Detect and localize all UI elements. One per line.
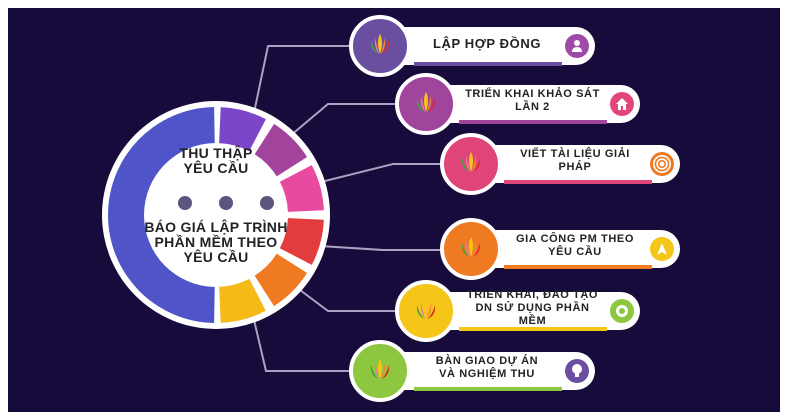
lotus-logo-icon: [458, 235, 484, 264]
step-label-line: VIẾT TÀI LIỆU GIẢI PHÁP: [520, 148, 630, 173]
connector-line: [319, 245, 440, 251]
donut-ring: [102, 101, 330, 329]
connector-line: [299, 289, 395, 312]
lightbulb-icon: [565, 359, 589, 383]
lotus-logo-icon: [458, 150, 484, 179]
center-top-line: THU THẬP: [179, 145, 253, 161]
home-icon: [610, 92, 634, 116]
user-icon: [565, 34, 589, 58]
center-bottom-line: PHẦN MỀM THEO: [154, 234, 278, 250]
donut-segment: [219, 107, 266, 152]
step-underline: [459, 120, 607, 124]
lotus-logo-icon: [413, 297, 439, 326]
step-underline: [504, 265, 652, 269]
step-bubble: [440, 218, 502, 280]
step-label-line: TRIỂN KHAI KHẢO SÁT: [465, 88, 600, 100]
step-label: LẬP HỢP ĐỒNG: [419, 27, 555, 59]
connector-line: [289, 103, 395, 137]
donut-segment: [254, 253, 308, 307]
step-label-line: GIA CÔNG PM THEO: [516, 233, 634, 245]
step-label-line: DN SỬ DỤNG PHẦN MỀM: [475, 301, 590, 327]
step-card: LẬP HỢP ĐỒNG: [379, 27, 595, 66]
lotus-logo-icon: [367, 357, 393, 386]
connector-line: [316, 163, 440, 184]
step-label-line: LẦN 2: [515, 101, 550, 113]
step-card: VIẾT TÀI LIỆU GIẢI PHÁP: [470, 145, 680, 184]
dot: [178, 196, 192, 210]
lotus-logo-icon: [367, 32, 393, 61]
step-label-line: LẬP HỢP ĐỒNG: [432, 35, 542, 51]
step-underline: [414, 387, 562, 391]
center-bottom-text: BÁO GIÁ LẬP TRÌNH PHẦN MỀM THEO YÊU CẦU: [136, 220, 296, 265]
step-bubble: [395, 73, 457, 135]
step-bubble: [349, 340, 411, 402]
dot: [219, 196, 233, 210]
step-bubble: [349, 15, 411, 77]
center-top-line: YÊU CẦU: [183, 160, 249, 176]
step-label-line: VÀ NGHIỆM THU: [439, 368, 535, 380]
donut-segment: [254, 123, 308, 177]
step-label-line: BÀN GIAO DỰ ÁN: [435, 355, 539, 367]
donut-segment: [279, 218, 324, 265]
step-label-line: YÊU CẦU: [548, 246, 602, 258]
step-label-line: TRIỂN KHAI, ĐÀO TẠO: [466, 288, 599, 301]
lotus-logo-icon: [413, 90, 439, 119]
step-underline: [504, 180, 652, 184]
donut-segment: [279, 165, 324, 212]
center-bottom-line: BÁO GIÁ LẬP TRÌNH: [144, 219, 288, 235]
dots-separator: [178, 196, 274, 210]
center-top-text: THU THẬP YÊU CẦU: [156, 146, 276, 176]
dot: [260, 196, 274, 210]
donut-segment-main: [108, 107, 215, 323]
step-bubble: [440, 133, 502, 195]
center-bottom-line: YÊU CẦU: [183, 249, 249, 265]
connector-line: [253, 319, 349, 372]
connector-line: [254, 45, 349, 109]
navigation-icon: [650, 237, 674, 261]
connector-lines: [253, 45, 440, 372]
step-bubble: [395, 280, 457, 342]
gear-icon: [610, 299, 634, 323]
step-underline: [459, 327, 607, 331]
target-icon: [650, 152, 674, 176]
step-underline: [414, 62, 562, 66]
step-label: VIẾT TÀI LIỆU GIẢI PHÁP: [510, 145, 640, 177]
process-diagram: THU THẬP YÊU CẦU BÁO GIÁ LẬP TRÌNH PHẦN …: [8, 8, 780, 412]
donut-segment: [219, 278, 266, 323]
